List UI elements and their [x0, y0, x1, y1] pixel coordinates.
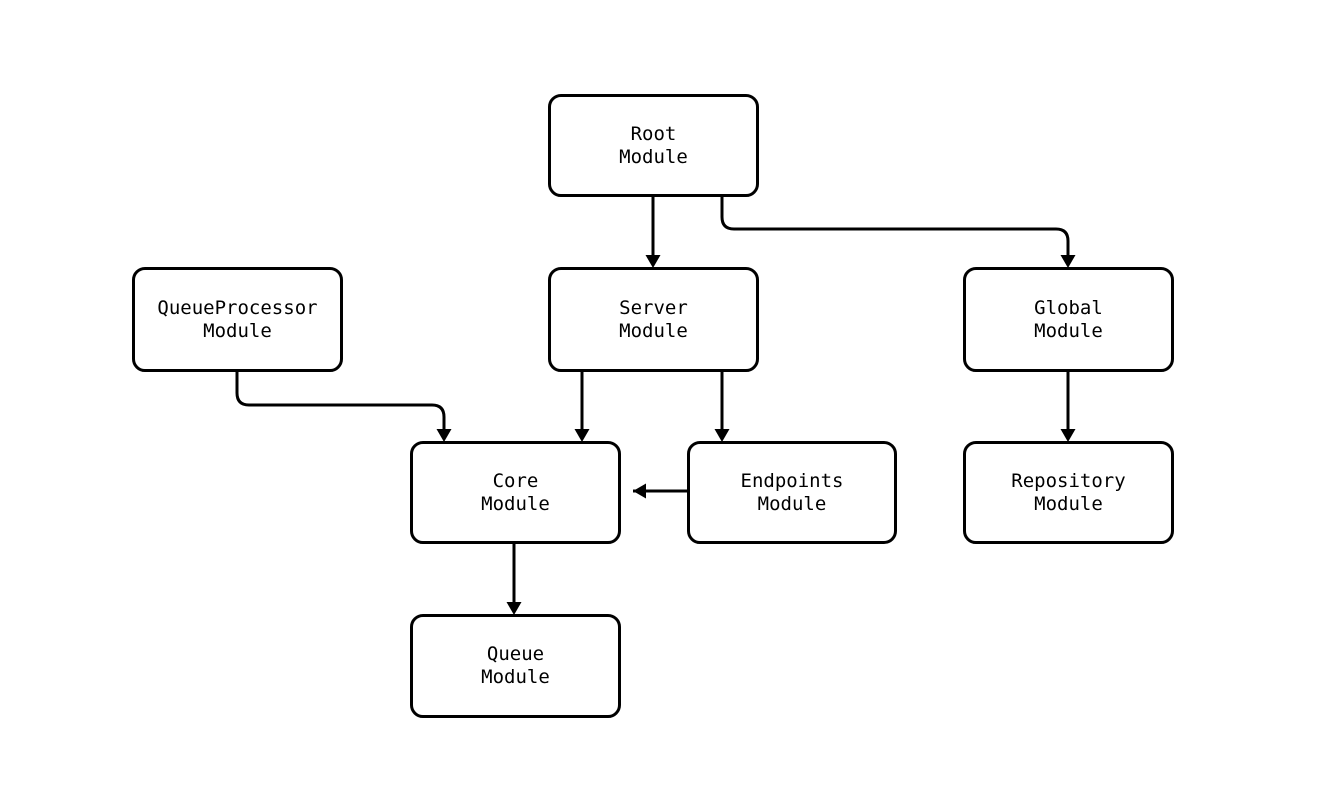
node-label: Repository Module: [1011, 469, 1126, 515]
node-root-module[interactable]: Root Module: [548, 94, 759, 197]
node-label: Root Module: [619, 122, 688, 168]
arrowhead-endpoints-to-core: [633, 483, 646, 499]
arrowhead-root-to-server: [645, 255, 661, 268]
node-label: Server Module: [619, 296, 688, 342]
arrowhead-root-to-global: [1060, 255, 1076, 268]
arrowhead-global-to-repository: [1060, 429, 1076, 442]
node-label: Endpoints Module: [740, 469, 844, 515]
arrowhead-server-to-core: [574, 429, 590, 442]
node-label: QueueProcessor Module: [157, 296, 318, 342]
node-core-module[interactable]: Core Module: [410, 441, 621, 544]
node-label: Global Module: [1034, 296, 1103, 342]
arrowhead-server-to-endpoints: [714, 429, 730, 442]
arrowhead-queueprocessor-to-core: [436, 429, 452, 442]
node-repository-module[interactable]: Repository Module: [963, 441, 1174, 544]
edge-root-to-global: [720, 197, 1070, 255]
node-queueprocessor-module[interactable]: QueueProcessor Module: [132, 267, 343, 372]
node-global-module[interactable]: Global Module: [963, 267, 1174, 372]
node-label: Core Module: [481, 469, 550, 515]
node-label: Queue Module: [481, 643, 550, 688]
node-endpoints-module[interactable]: Endpoints Module: [687, 441, 897, 544]
edge-queueprocessor-to-core: [235, 372, 446, 429]
node-server-module[interactable]: Server Module: [548, 267, 759, 372]
node-queue-module[interactable]: Queue Module: [410, 614, 621, 718]
edges-group: [235, 197, 1076, 615]
arrowhead-core-to-queue: [506, 602, 522, 615]
